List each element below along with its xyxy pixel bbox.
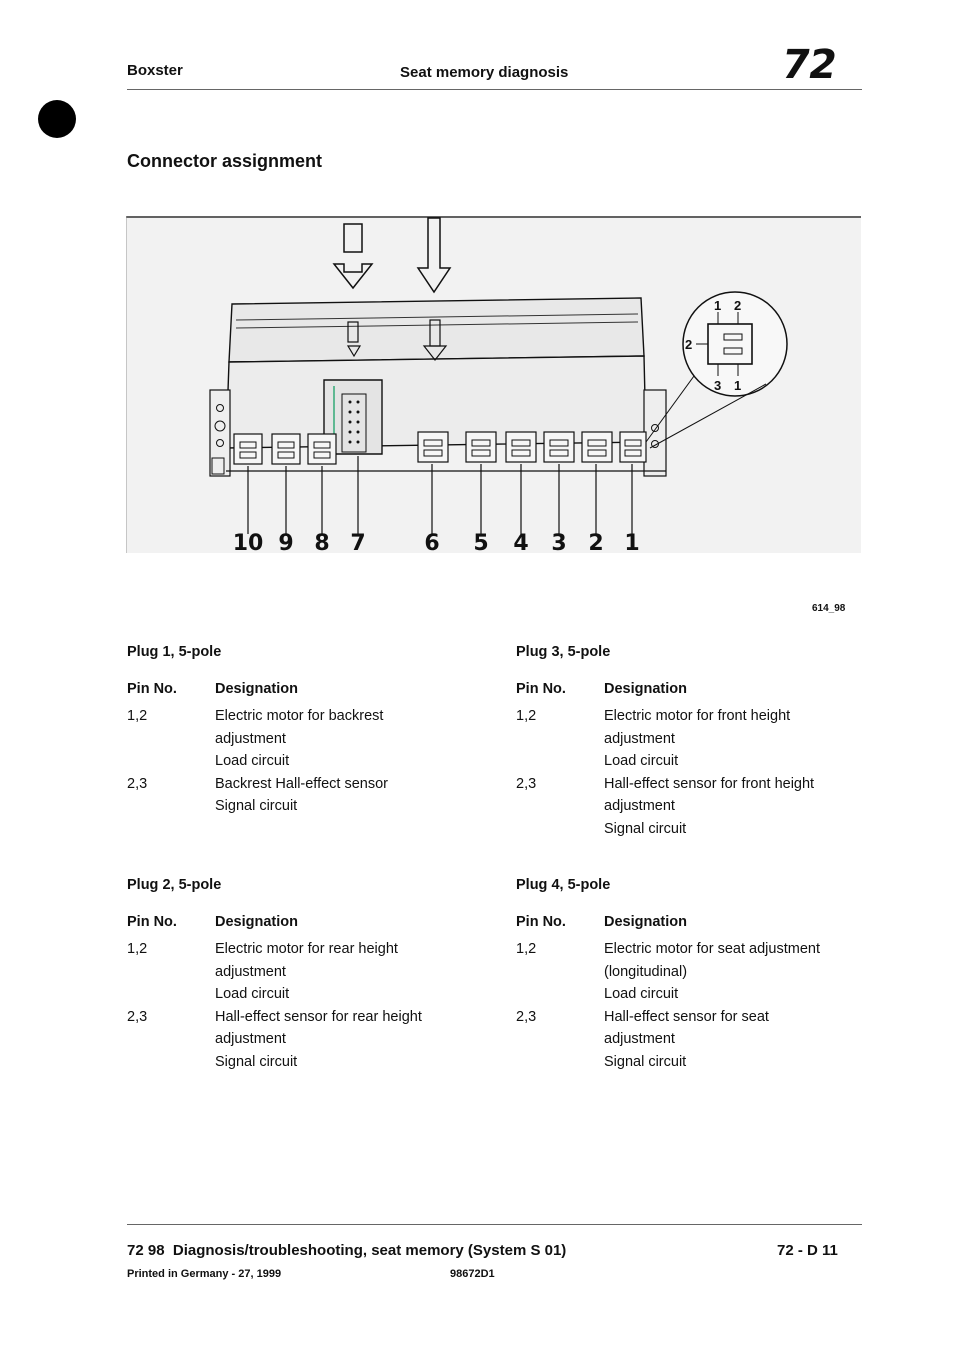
arrow-down-icon: [416, 217, 452, 294]
section-title: Connector assignment: [127, 151, 323, 171]
plug-title: Plug 2, 5-pole: [127, 877, 222, 893]
designation-cell: Hall-effect sensor for seat adjustment S…: [604, 1008, 769, 1070]
designation-header: Designation: [215, 680, 298, 697]
plug-3-block: Plug 3, 5-pole Pin No. Designation 1,2 E…: [516, 641, 856, 840]
plug-callout-number: 4: [513, 531, 528, 553]
plug-1-block: Plug 1, 5-pole Pin No. Designation 1,2 E…: [127, 641, 467, 818]
header-rule: [127, 89, 862, 90]
designation-cell: Hall-effect sensor for rear height adjus…: [215, 1008, 422, 1070]
pin-cell: 2,3: [127, 775, 148, 792]
pin-header: Pin No.: [127, 913, 177, 930]
plug-callout-number: 9: [278, 531, 293, 553]
table-header: Pin No. Designation: [127, 678, 467, 701]
pin-cell: 2,3: [516, 775, 537, 792]
designation-header: Designation: [215, 913, 298, 930]
designation-cell: Backrest Hall-effect sensor Signal circu…: [215, 775, 388, 815]
connector-figure: 1 2 2 3 1 10 9 8 7 6 5 4 3 2 1: [125, 216, 861, 556]
table-header: Pin No. Designation: [127, 911, 467, 934]
table-row: 1,2 Electric motor for rear height adjus…: [127, 938, 467, 1006]
plug-title: Plug 3, 5-pole: [516, 644, 611, 660]
printed-note: Printed in Germany - 27, 1999: [127, 1268, 282, 1280]
plug-callout-number: 1: [624, 531, 639, 553]
punch-hole-icon: [38, 100, 76, 138]
designation-cell: Electric motor for rear height adjustmen…: [215, 941, 398, 1002]
pin-layout-label: 2: [734, 298, 741, 313]
plug-title: Plug 1, 5-pole: [127, 644, 222, 660]
pin-cell: 1,2: [127, 708, 148, 724]
footer-rule: [127, 1224, 862, 1225]
table-row: 2,3 Hall-effect sensor for front height …: [516, 773, 856, 841]
pin-layout-label: 2: [685, 337, 692, 352]
plug-title: Plug 4, 5-pole: [516, 877, 611, 893]
arrow-down-outline-icon: [332, 263, 374, 290]
table-header: Pin No. Designation: [516, 911, 856, 934]
plug-callout-number: 3: [551, 531, 566, 553]
plug-callout-number: 7: [350, 531, 365, 553]
header-model: Boxster: [127, 62, 183, 79]
page-number: 72 - D 11: [777, 1242, 838, 1259]
pin-layout-label: 1: [714, 298, 721, 313]
plug-callout-number: 8: [314, 531, 329, 553]
pin-cell: 1,2: [516, 708, 537, 724]
plug-2-block: Plug 2, 5-pole Pin No. Designation 1,2 E…: [127, 874, 467, 1073]
designation-cell: Hall-effect sensor for front height adju…: [604, 775, 815, 837]
plug-callout-number: 2: [588, 531, 603, 553]
pin-layout-label: 3: [714, 378, 721, 393]
header-title: Seat memory diagnosis: [400, 64, 569, 81]
table-header: Pin No. Designation: [516, 678, 856, 701]
part-number: 98672D1: [450, 1268, 495, 1280]
pin-header: Pin No.: [516, 680, 566, 697]
pin-header: Pin No.: [127, 680, 177, 697]
pin-cell: 1,2: [127, 941, 148, 957]
plug-callout-number: 6: [424, 531, 439, 553]
designation-header: Designation: [604, 680, 687, 697]
table-row: 1,2 Electric motor for front height adju…: [516, 705, 856, 773]
pin-layout-label: 1: [734, 378, 741, 393]
footer-title: 72 98 Diagnosis/troubleshooting, seat me…: [127, 1242, 567, 1259]
pin-header: Pin No.: [516, 913, 566, 930]
figure-label: 614_98: [812, 603, 846, 614]
plug-callout-number: 5: [473, 531, 488, 553]
connector-diagram: 1 2 2 3 1 10 9 8 7 6 5 4 3 2 1: [125, 216, 861, 556]
table-row: 2,3 Hall-effect sensor for seat adjustme…: [516, 1006, 856, 1074]
plug-4-block: Plug 4, 5-pole Pin No. Designation 1,2 E…: [516, 874, 856, 1073]
pin-cell: 2,3: [516, 1008, 537, 1025]
plug-callout-number: 10: [233, 531, 264, 553]
table-row: 1,2 Electric motor for backrest adjustme…: [127, 705, 467, 773]
pin-cell: 2,3: [127, 1008, 148, 1025]
pin-cell: 1,2: [516, 941, 537, 957]
designation-header: Designation: [604, 913, 687, 930]
section-number: 72: [777, 42, 840, 88]
square-outline-icon: [343, 223, 363, 253]
designation-cell: Electric motor for backrest adjustment L…: [215, 708, 384, 769]
designation-cell: Electric motor for seat adjustment (long…: [604, 941, 820, 1002]
designation-cell: Electric motor for front height adjustme…: [604, 708, 791, 769]
table-row: 1,2 Electric motor for seat adjustment (…: [516, 938, 856, 1006]
table-row: 2,3 Hall-effect sensor for rear height a…: [127, 1006, 467, 1074]
table-row: 2,3 Backrest Hall-effect sensor Signal c…: [127, 773, 467, 818]
